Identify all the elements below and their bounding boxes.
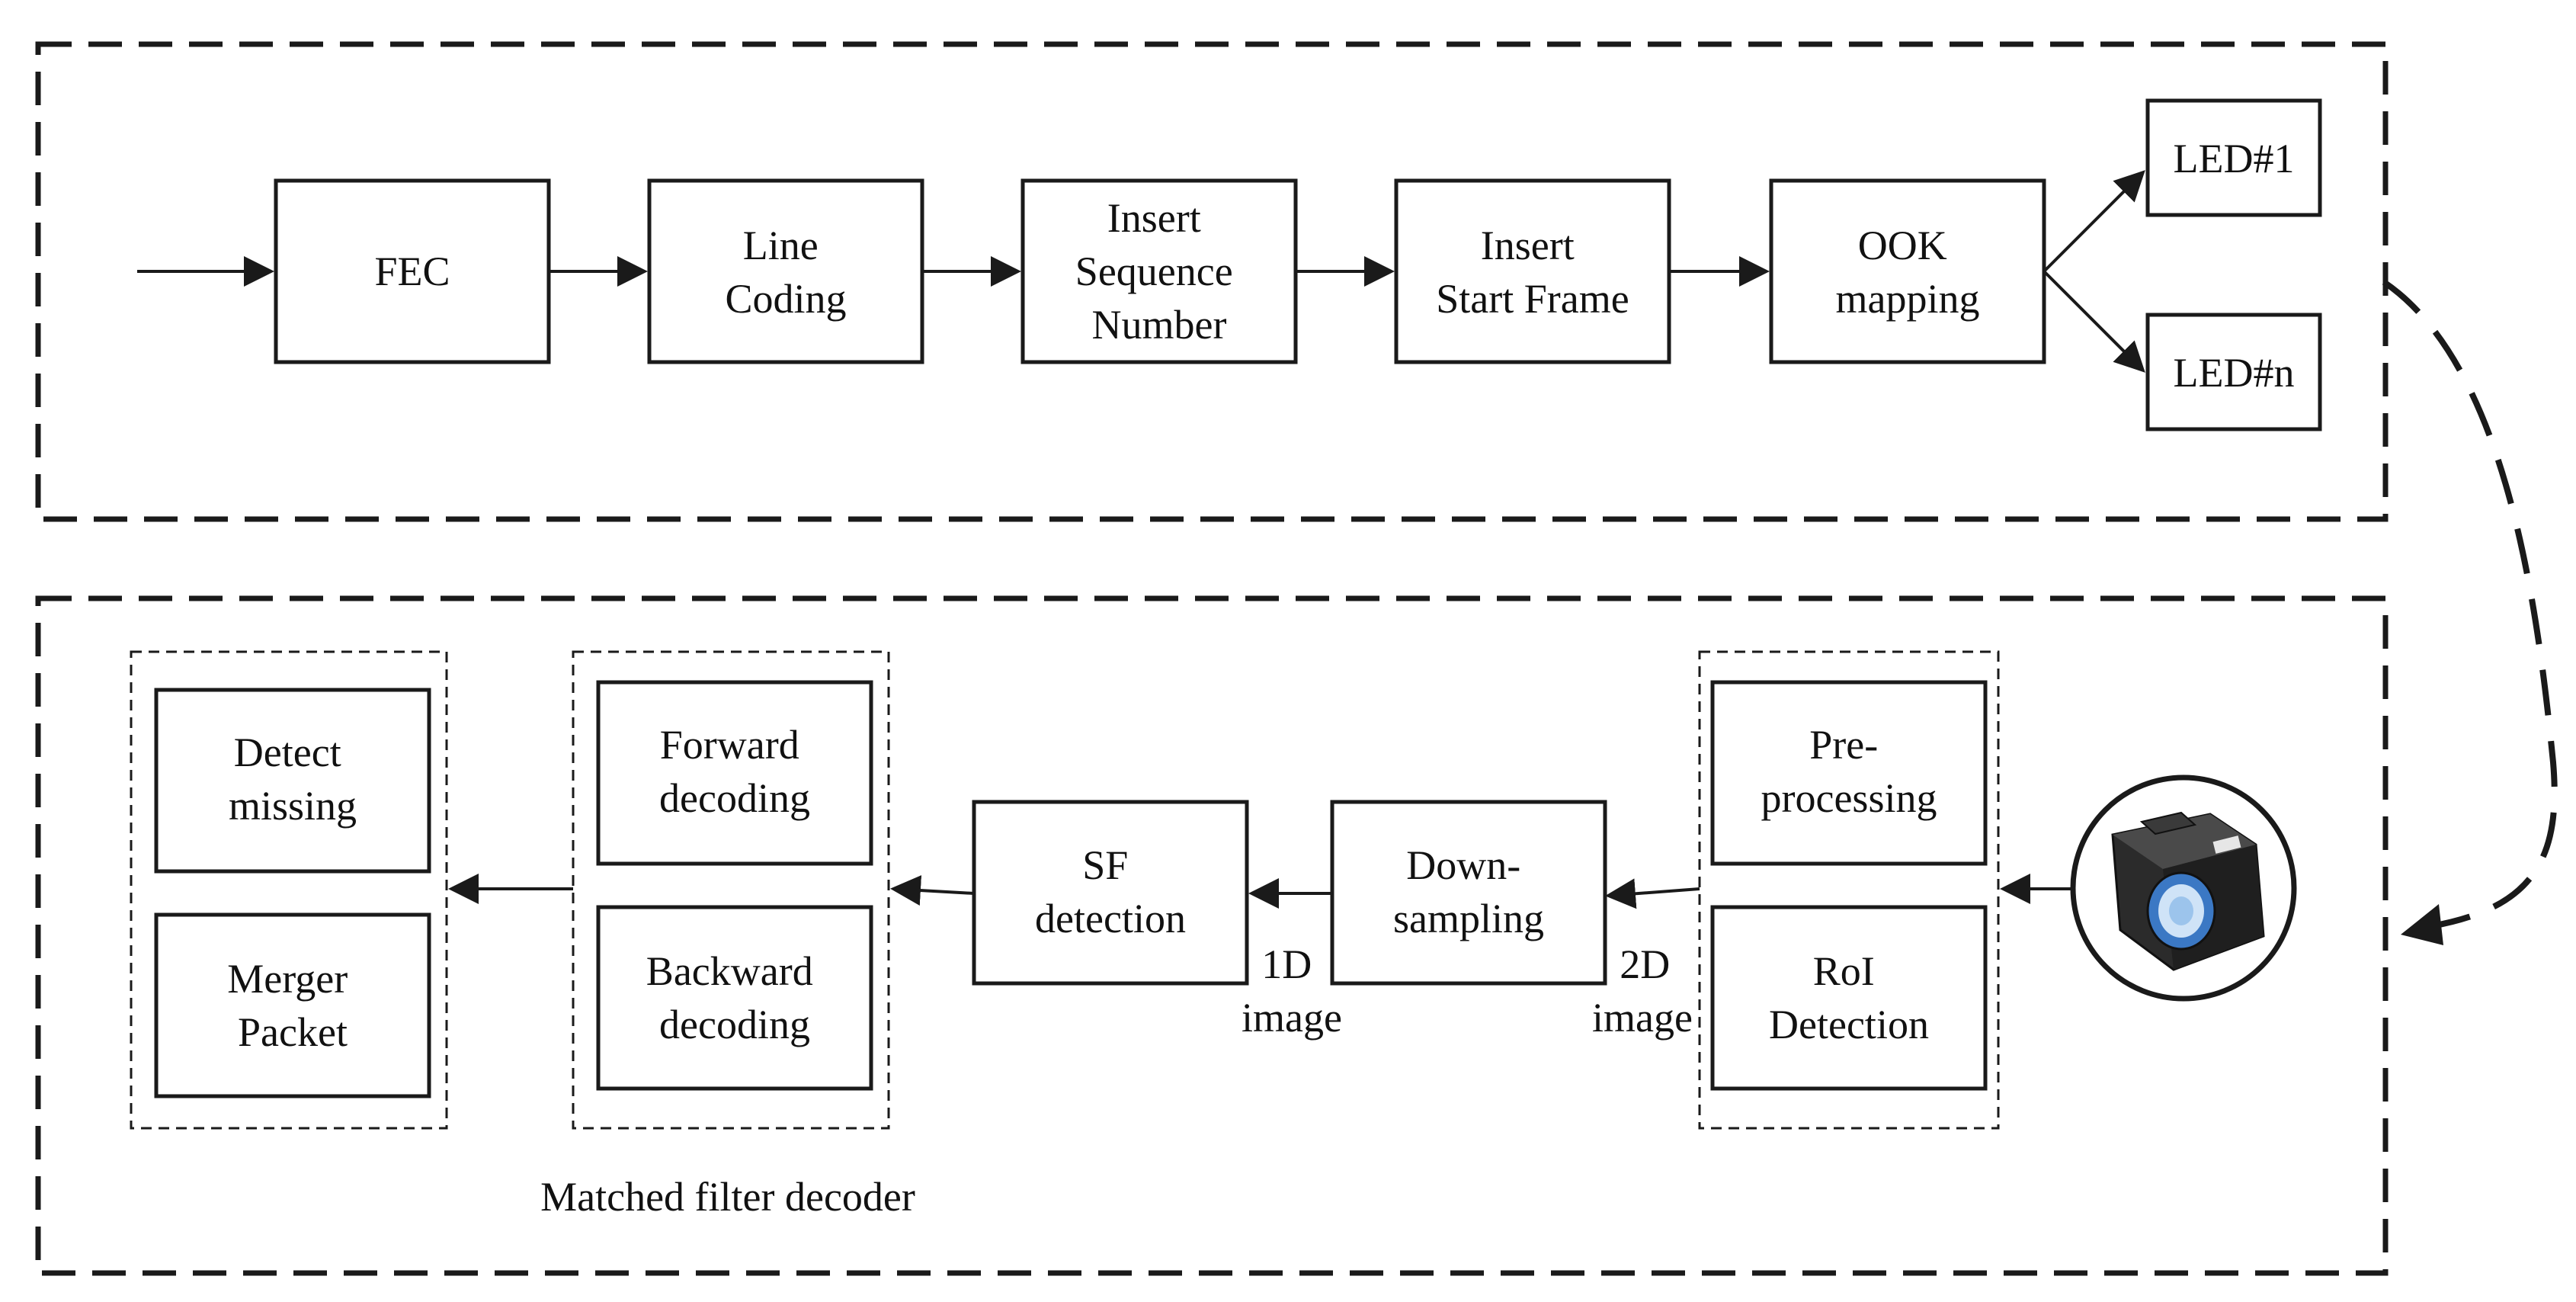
2d-image-label: 2D image: [1592, 941, 1693, 1041]
backward-decoding-label: Backward decoding: [646, 948, 823, 1047]
preprocessing-to-downsampling-arrow: [1605, 878, 1700, 909]
sf-detection-block: SF detection: [972, 800, 1249, 986]
packet-group: [130, 650, 448, 1130]
fec-label: FEC: [374, 249, 450, 294]
ook-to-ledn-arrow: [2043, 270, 2145, 373]
camera-icon: [2111, 811, 2265, 971]
camera-group: [2070, 774, 2297, 1002]
ook-mapping-block: OOK mapping: [1769, 178, 2046, 364]
line-coding-block: Line Coding: [647, 178, 924, 364]
led-n-block: LED#n: [2145, 313, 2322, 431]
pre-processing-label: Pre- processing: [1761, 722, 1937, 821]
optical-link-arrowhead: [2401, 904, 2443, 945]
sf-to-decoder-arrow: [890, 875, 975, 906]
1d-image-label: 1D image: [1242, 941, 1342, 1041]
forward-decoding-block: Forward decoding: [596, 680, 873, 866]
detect-missing-label: Detect missing: [229, 730, 357, 829]
ook-to-led1-arrow: [2043, 170, 2145, 273]
down-sampling-label: Down- sampling: [1393, 842, 1544, 941]
down-sampling-block: Down- sampling: [1330, 800, 1607, 986]
ook-mapping-label: OOK mapping: [1836, 223, 1980, 322]
preprocessing-group: [1698, 650, 2000, 1130]
sf-detection-label: SF detection: [1035, 842, 1186, 941]
insert-start-frame-label: Insert Start Frame: [1436, 223, 1629, 322]
line-coding-label: Line Coding: [725, 223, 846, 322]
merger-packet-block: Merger Packet: [154, 912, 431, 1098]
led-1-block: LED#1: [2145, 98, 2322, 217]
matched-filter-decoder-caption: Matched filter decoder: [540, 1174, 915, 1220]
forward-decoding-label: Forward decoding: [659, 722, 810, 821]
insert-sequence-number-label: Insert Sequence Number: [1075, 195, 1243, 348]
detect-missing-block: Detect missing: [154, 688, 431, 874]
backward-decoding-block: Backward decoding: [596, 905, 873, 1091]
roi-detection-label: RoI Detection: [1769, 948, 1929, 1047]
led-n-label: LED#n: [2174, 350, 2295, 396]
merger-packet-label: Merger Packet: [227, 956, 357, 1055]
pre-processing-block: Pre- processing: [1710, 680, 1988, 866]
optical-link-curve: [2382, 279, 2558, 929]
insert-sequence-number-block: Insert Sequence Number: [1020, 178, 1298, 364]
insert-start-frame-block: Insert Start Frame: [1394, 178, 1671, 364]
roi-detection-block: RoI Detection: [1710, 905, 1988, 1091]
fec-block: FEC: [274, 178, 551, 364]
decoding-group: [572, 650, 890, 1130]
led-1-label: LED#1: [2174, 136, 2295, 181]
receiver-frame: [35, 595, 2389, 1276]
